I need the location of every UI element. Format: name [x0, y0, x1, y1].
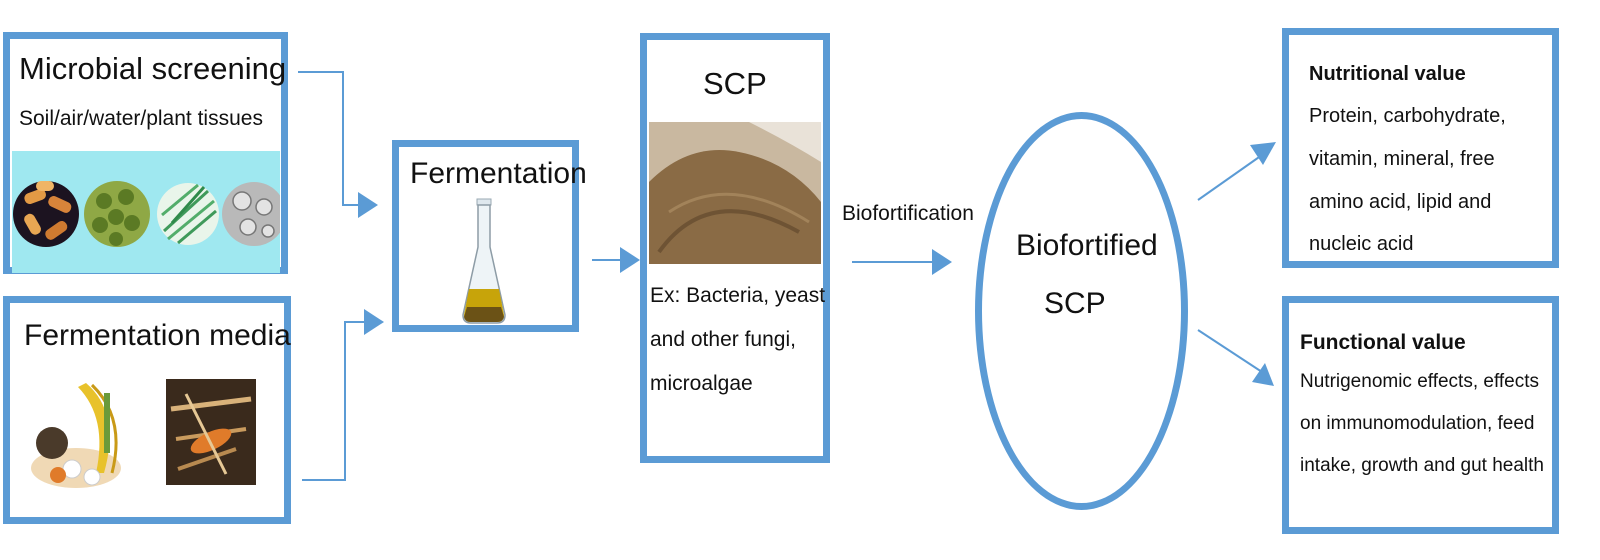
biofortified-line-1: Biofortified	[1016, 229, 1158, 262]
nutritional-line-4: nucleic acid	[1309, 233, 1414, 255]
yeast-cells-image	[222, 182, 286, 246]
food-waste-image	[31, 383, 121, 488]
fermentation-media-box: Fermentation media	[3, 296, 291, 524]
microbial-screening-box: Microbial screening Soil/air/water/plant…	[3, 32, 288, 274]
functional-value-title: Functional value	[1300, 331, 1466, 354]
nutritional-value-box: Nutritional value Protein, carbohydrate,…	[1282, 28, 1559, 268]
fermentation-box: Fermentation	[392, 140, 587, 332]
functional-line-2: on immunomodulation, feed	[1300, 413, 1535, 434]
scp-box: SCP Ex: Bacteria, yeast and other fungi,…	[640, 33, 830, 463]
nutritional-line-3: amino acid, lipid and	[1309, 191, 1492, 213]
filamentous-microbe-image	[157, 183, 219, 245]
scp-title: SCP	[703, 66, 767, 101]
functional-line-3: intake, growth and gut health	[1300, 455, 1545, 476]
biofortified-line-2: SCP	[1044, 287, 1106, 320]
scp-examples-line-2: and other fungi,	[650, 328, 796, 351]
bacteria-image	[13, 181, 79, 247]
arrow-screening-to-fermentation	[298, 71, 362, 206]
algae-cells-image	[84, 181, 150, 247]
nutritional-line-1: Protein, carbohydrate,	[1309, 105, 1506, 127]
nutritional-value-title: Nutritional value	[1309, 63, 1466, 85]
microbe-images-band	[12, 151, 286, 273]
fermentation-media-title: Fermentation media	[24, 319, 291, 352]
functional-value-box: Functional value Nutrigenomic effects, e…	[1282, 296, 1559, 534]
microbial-screening-subtitle: Soil/air/water/plant tissues	[19, 107, 263, 130]
scp-powder-image	[649, 122, 821, 264]
microbe-images	[13, 181, 286, 247]
arrow-to-functional	[1197, 329, 1263, 373]
nutritional-line-2: vitamin, mineral, free	[1309, 148, 1495, 170]
biofortification-label: Biofortification	[842, 202, 974, 225]
functional-line-1: Nutrigenomic effects, effects	[1300, 371, 1540, 392]
biofortified-scp-circle: Biofortified SCP	[975, 112, 1188, 510]
scp-examples-line-1: Ex: Bacteria, yeast	[650, 284, 826, 307]
arrow-to-nutritional	[1197, 154, 1263, 201]
agro-residue-image	[166, 379, 256, 485]
microbial-screening-title: Microbial screening	[19, 51, 287, 86]
erlenmeyer-flask-icon	[462, 198, 506, 324]
scp-examples-line-3: microalgae	[650, 372, 753, 395]
arrow-media-to-fermentation	[302, 321, 366, 481]
fermentation-title: Fermentation	[410, 157, 587, 190]
